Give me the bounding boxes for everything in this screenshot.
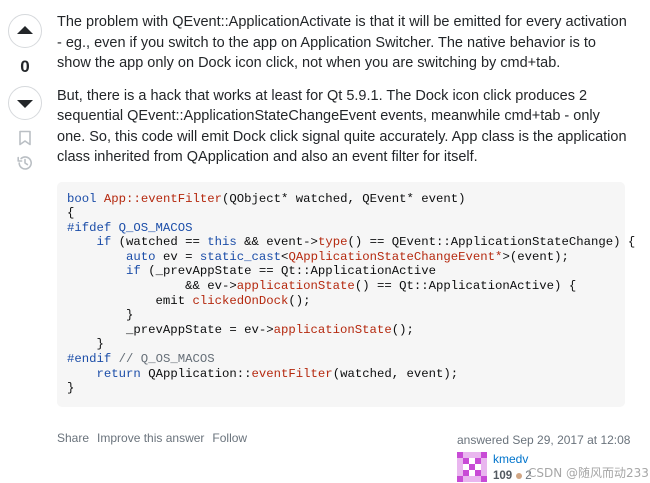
bookmark-icon <box>19 130 31 146</box>
code-line: if (_prevAppState == Qt::ApplicationActi… <box>67 264 436 278</box>
code-line: #ifdef Q_OS_MACOS <box>67 221 192 235</box>
code-token: App::eventFilter <box>103 191 222 206</box>
code-token: // Q_OS_MACOS <box>118 352 215 367</box>
answer-paragraph: But, there is a hack that works at least… <box>57 87 627 166</box>
code-token: return <box>96 366 141 381</box>
code-line: } <box>67 308 133 322</box>
code-token: if <box>126 264 141 279</box>
code-snippet: bool App::eventFilter(QObject* watched, … <box>67 192 635 396</box>
code-token: emit <box>67 293 193 308</box>
bronze-badge-icon <box>516 473 523 479</box>
user-avatar[interactable] <box>457 452 487 482</box>
vote-count: 0 <box>20 57 30 76</box>
code-token: (QObject* watched, QEvent* event) <box>222 191 466 206</box>
bookmark-button[interactable] <box>15 129 35 147</box>
code-token <box>67 235 97 249</box>
code-token: >(event); <box>502 249 569 264</box>
code-token: (_prevAppState == Qt::ApplicationActive <box>140 264 436 279</box>
code-line: #endif // Q_OS_MACOS <box>67 352 215 366</box>
answer-body: The problem with QEvent::ApplicationActi… <box>57 12 635 407</box>
post-menu: Share Improve this answer Follow <box>57 431 247 445</box>
code-token: this <box>207 235 237 250</box>
answer-paragraph: The problem with QEvent::ApplicationActi… <box>57 14 627 71</box>
code-token: static_cast <box>199 249 282 264</box>
code-token: && event-> <box>236 235 318 250</box>
code-token: (); <box>391 322 414 337</box>
code-token <box>67 367 97 381</box>
reputation-score: 109 <box>493 470 513 482</box>
follow-link[interactable]: Follow <box>212 431 248 445</box>
code-token: ev = <box>155 249 200 264</box>
user-name-link[interactable]: kmedv <box>493 452 529 466</box>
code-token: _prevAppState = ev-> <box>67 322 274 337</box>
code-token: (); <box>288 293 311 308</box>
history-button[interactable] <box>15 154 35 172</box>
downvote-button[interactable] <box>8 86 42 120</box>
code-line: } <box>67 337 104 351</box>
code-token: QApplication:: <box>140 366 252 381</box>
vote-column: 0 <box>7 14 43 172</box>
code-token: #ifdef Q_OS_MACOS <box>67 220 193 235</box>
code-token: clickedOnDock <box>192 293 289 308</box>
code-token: && ev-> <box>67 279 237 294</box>
user-card: answered Sep 29, 2017 at 12:08 kmedv 109… <box>457 433 647 483</box>
code-token: } <box>67 308 134 323</box>
code-block: bool App::eventFilter(QObject* watched, … <box>57 181 635 407</box>
code-token: bool <box>67 191 97 206</box>
upvote-arrow-icon <box>17 26 33 34</box>
improve-answer-link[interactable]: Improve this answer <box>97 431 205 445</box>
upvote-button[interactable] <box>8 14 42 48</box>
code-line: && ev->applicationState() == Qt::Applica… <box>67 279 576 293</box>
code-line: auto ev = static_cast<QApplicationStateC… <box>67 250 569 264</box>
bronze-badge-count: 2 <box>525 470 532 482</box>
code-line: _prevAppState = ev->applicationState(); <box>67 323 414 337</box>
code-token: () == Qt::ApplicationActive) { <box>354 279 577 294</box>
code-token: type <box>317 235 348 250</box>
code-line: bool App::eventFilter(QObject* watched, … <box>67 192 466 206</box>
code-token: () == QEvent::ApplicationStateChange) { <box>347 235 636 250</box>
code-token: QApplicationStateChangeEvent* <box>288 249 503 264</box>
code-token: applicationState <box>236 279 355 294</box>
code-token <box>67 250 126 264</box>
code-token: } <box>67 337 104 352</box>
share-link[interactable]: Share <box>57 431 90 445</box>
code-token: #endif <box>67 352 112 367</box>
user-details: kmedv 109 2 <box>493 452 532 483</box>
user-info: kmedv 109 2 <box>457 452 647 483</box>
code-token: if <box>96 235 112 250</box>
code-token: eventFilter <box>251 366 333 381</box>
code-line: return QApplication::eventFilter(watched… <box>67 366 459 381</box>
answered-timestamp: answered Sep 29, 2017 at 12:08 <box>457 433 631 447</box>
downvote-arrow-icon <box>17 100 33 108</box>
code-token <box>67 264 126 278</box>
code-line: if (watched == this && event->type() == … <box>67 235 636 250</box>
code-token: } <box>67 381 75 396</box>
code-token: { <box>67 206 75 221</box>
code-token <box>111 352 118 366</box>
code-token: (watched == <box>111 235 208 250</box>
code-line: } <box>67 381 74 395</box>
code-line: { <box>67 206 74 220</box>
code-line: emit clickedOnDock(); <box>67 294 311 308</box>
code-token <box>97 192 104 206</box>
code-token: auto <box>126 249 156 264</box>
code-token: (watched, event); <box>332 366 459 381</box>
watermark: CSDN @随风而动233 <box>528 466 649 480</box>
user-stats: 109 2 <box>493 469 532 483</box>
history-icon <box>17 156 32 170</box>
code-token: < <box>281 249 289 264</box>
code-token: applicationState <box>273 322 392 337</box>
